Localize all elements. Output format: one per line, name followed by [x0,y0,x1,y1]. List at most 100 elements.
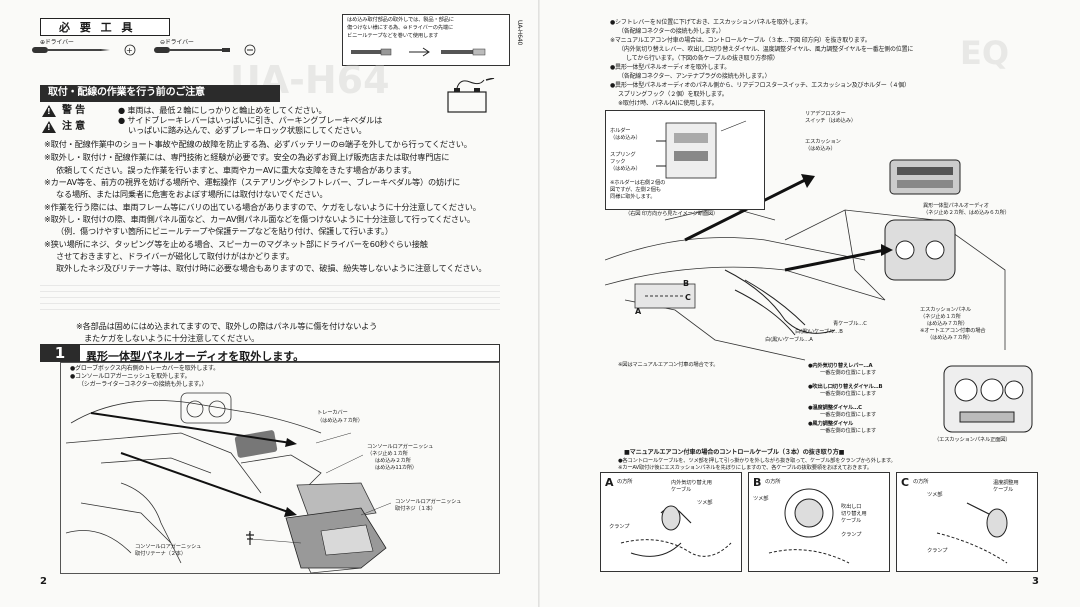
label-a: A [635,307,641,316]
manual-ac-note: ※図はマニュアルエアコン付車の場合です。 [618,362,719,368]
control-label: ●吹出し口切り替えダイヤル…B [808,384,883,390]
header-line: （内外気切り替えレバー、吹出し口切り替えダイヤル、温度調整ダイヤル、風力調整ダイ… [618,46,914,53]
warning-line: いっぱいに踏み込んで、必ずブレーキロック状態にしてください。 [128,125,367,135]
model-code: UA-H640 [516,20,523,46]
panel-label: 吹出し口 [841,504,862,510]
control-sub: 一番左側の位置にします [820,391,877,397]
note-line: 取外したネジ及びリテーナ等は、取付け時に必要な場合もありますので、破損、紛失等し… [56,263,487,273]
tray-cover-label: （はめ込み７カ所） [317,418,363,424]
panel-letter: C [901,476,909,489]
header-line: スプリングフック（２個）を取外します。 [618,91,728,98]
panel-label: ツメ部 [753,496,769,502]
tape-note-line: 傷つけない様にする為、⊖ドライバーの先端に [347,25,454,31]
parts-note-line: またケガをしないように十分注意してください。 [84,333,260,343]
panel-title: の方所 [913,479,929,485]
escutcheon-panel-label: はめ込み７カ所） [927,321,968,327]
garnish-label: コンソールロアガーニッシュ [367,444,434,450]
note-line: （例．傷つけやすい箇所にビニールテープや保護テープなどを貼り付け、保護して行いま… [56,226,393,236]
panel-label: 温度調整用 [993,480,1019,486]
controls-caption: （エスカッションパネル正面図） [934,437,1011,443]
panel-label: ツメ部 [927,492,943,498]
ghost-bleed-rows [40,285,500,315]
panel-label: ケーブル [671,487,692,493]
page-number-left: 2 [40,576,47,587]
parts-note-line: ※各部品は固めにはめ込まれてますので、取外しの際はパネル等に傷を付けないよう [76,321,378,331]
panel-label: クランプ [609,524,630,530]
spring-hook-label: （はめ込み） [610,166,641,172]
note-line: ※取外し・取付け・配線作業には、専門技術と経験が必要です。安全の為必ずお買上げ販… [44,152,450,162]
svg-text:+: + [126,46,133,55]
holder-note: 同様に取外します。 [610,194,656,200]
holder-label: ホルダー [610,128,631,134]
blue-cable-label: 青ケーブル…C [833,321,867,327]
escutcheon-label: エスカッション [805,139,841,145]
panel-letter: B [753,476,762,489]
label-c: C [685,293,691,302]
audio-removal-illustration: ホルダー （はめ込み） スプリング フック （はめ込み） ※ホルダーは右側２個の… [605,110,1035,365]
right-page: ●シフトレバーをＮ位置に下げておき、エスカッションパネルを取外します。 （各配線… [540,0,1080,607]
garnish-label: はめ込み11カ所） [375,465,418,471]
garnish-label: はめ込み２カ所 [375,458,411,464]
panel-label: クランプ [927,548,948,554]
escutcheon-label: （はめ込み） [805,146,836,152]
header-line: （各配線コネクターの接続も外します。） [618,28,725,35]
inset-section-view: ホルダー （はめ込み） スプリング フック （はめ込み） ※ホルダーは右側２個の… [605,110,765,210]
escutcheon-panel-label: （ネジ止め１カ所 [920,314,961,320]
control-sub: 一番左側の位置にします [820,412,877,418]
step-bullet: ●コンソールロアガーニッシュを取外します。 [70,373,191,380]
label-b: B [683,279,689,288]
retainer-icon [246,531,254,545]
warning-line: ● サイドブレーキレバーはいっぱいに引き、パーキングブレーキペダルは [118,115,383,125]
control-sub: 一番左側の位置にします [820,370,877,376]
tools-title-box: 必 要 工 具 [40,18,170,36]
panel-label: 内外気切り替え用 [671,480,712,486]
white-cable-label: 白(黒)いケーブル…B [795,329,843,335]
step-number: 1 [40,344,80,362]
caution-label: 注 意 [62,121,85,132]
tape-note-box: はめ込み取付部品の取外しでは、製品・部品に 傷つけない様にする為、⊖ドライバーの… [342,14,510,66]
warning-label: 警 告 [62,105,85,116]
caution-title: 取付・配線の作業を行う前のご注意 [48,87,205,98]
garnish-screw-label: 取付ネジ（１本） [395,506,436,512]
caution-icon: ! [42,121,56,133]
page-number-right: 3 [1032,576,1039,587]
defroster-label: スイッチ（はめ込み） [805,118,856,124]
control-label: ●温度調整ダイヤル…C [808,405,862,411]
header-line: ●異形一体型パネルオーディオを取外します。 [610,64,731,71]
note-line: ※カーAV等を、前方の視界を妨げる場所や、運転操作（ステアリングやシフトレバー、… [44,177,460,187]
garnish-screw-label: コンソールロアガーニッシュ [395,499,462,505]
panel-title: の方所 [765,479,781,485]
tools-title: 必 要 工 具 [59,21,136,34]
note-line: ※作業を行う際には、車両フレーム等にバリの出ている場合がありますので、ケガをしな… [44,202,481,212]
note-line: ※取付・配線作業中のショート事故や配線の故障を防止する為、必ずバッテリーの⊖端子… [44,139,472,149]
header-line: ●シフトレバーをＮ位置に下げておき、エスカッションパネルを取外します。 [610,19,812,26]
step-title: 異形一体型パネルオーディオを取外します。 [80,344,500,363]
taped-driver-icon [351,47,486,57]
header-line: してから行います。（下図の各ケーブルの抜き取り方参照） [626,55,779,62]
header-line: ※マニュアルエアコン付車の場合は、コントロールケーブル（３本…下図 印方向）を抜… [610,37,871,44]
step1-illustration-frame: トレーカバー （はめ込み７カ所） コンソールロアガーニッシュ （ネジ止め１カ所 … [60,362,500,574]
retainer-label: 取付リテーナ（２本） [135,551,186,557]
warning-line: ● 車両は、最低２輪にしっかりと輪止めをしてください。 [118,105,327,115]
detail-panel-b: B の方所 ツメ部 吹出し口 切り替え用 ケーブル クランプ [748,472,890,572]
spring-hook-label: スプリング [610,152,636,158]
holder-note: ※ホルダーは右側２個の [610,180,666,186]
defroster-label: リアデフロスター [805,111,846,117]
detail-panel-a: A の方所 内外気切り替え用 ケーブル ツメ部 クランプ [600,472,742,572]
ghost-bleed: EQ [960,34,1010,72]
garnish-label: （ネジ止め１カ所 [367,451,408,457]
note-line: ※狭い場所にネジ、タッピング等を止める場合、スピーカーのマグネット部にドライバー… [44,239,428,249]
holder-note: 図ですが、左側２個も [610,187,661,193]
panel-label: ケーブル [993,487,1014,493]
tape-note-line: はめ込み取付部品の取外しでは、製品・部品に [347,17,454,23]
tool-flat-label: ⊖ドライバー [160,39,194,46]
bottom-line: ※カーAV取付け後にエスカッションパネルを先ぼりにしますので、各ケーブルの抜取要… [618,465,872,471]
panel-label: ツメ部 [697,500,713,506]
header-line: ●異形一体型パネルオーディオのパネル側から、リアデフロスタースイッチ、エスカッシ… [610,82,910,89]
control-label: ●風力調整ダイヤル [808,421,854,427]
flat-driver-icon [154,44,256,56]
note-line: なる場所、または同乗者に危害をおよぼす場所には取付けないでください。 [56,189,328,199]
escutcheon-panel-label: （はめ込み７カ所） [927,335,973,341]
caution-title-bar: 取付・配線の作業を行う前のご注意 [40,85,280,102]
tool-phillips-label: ⊕ドライバー [40,39,74,46]
